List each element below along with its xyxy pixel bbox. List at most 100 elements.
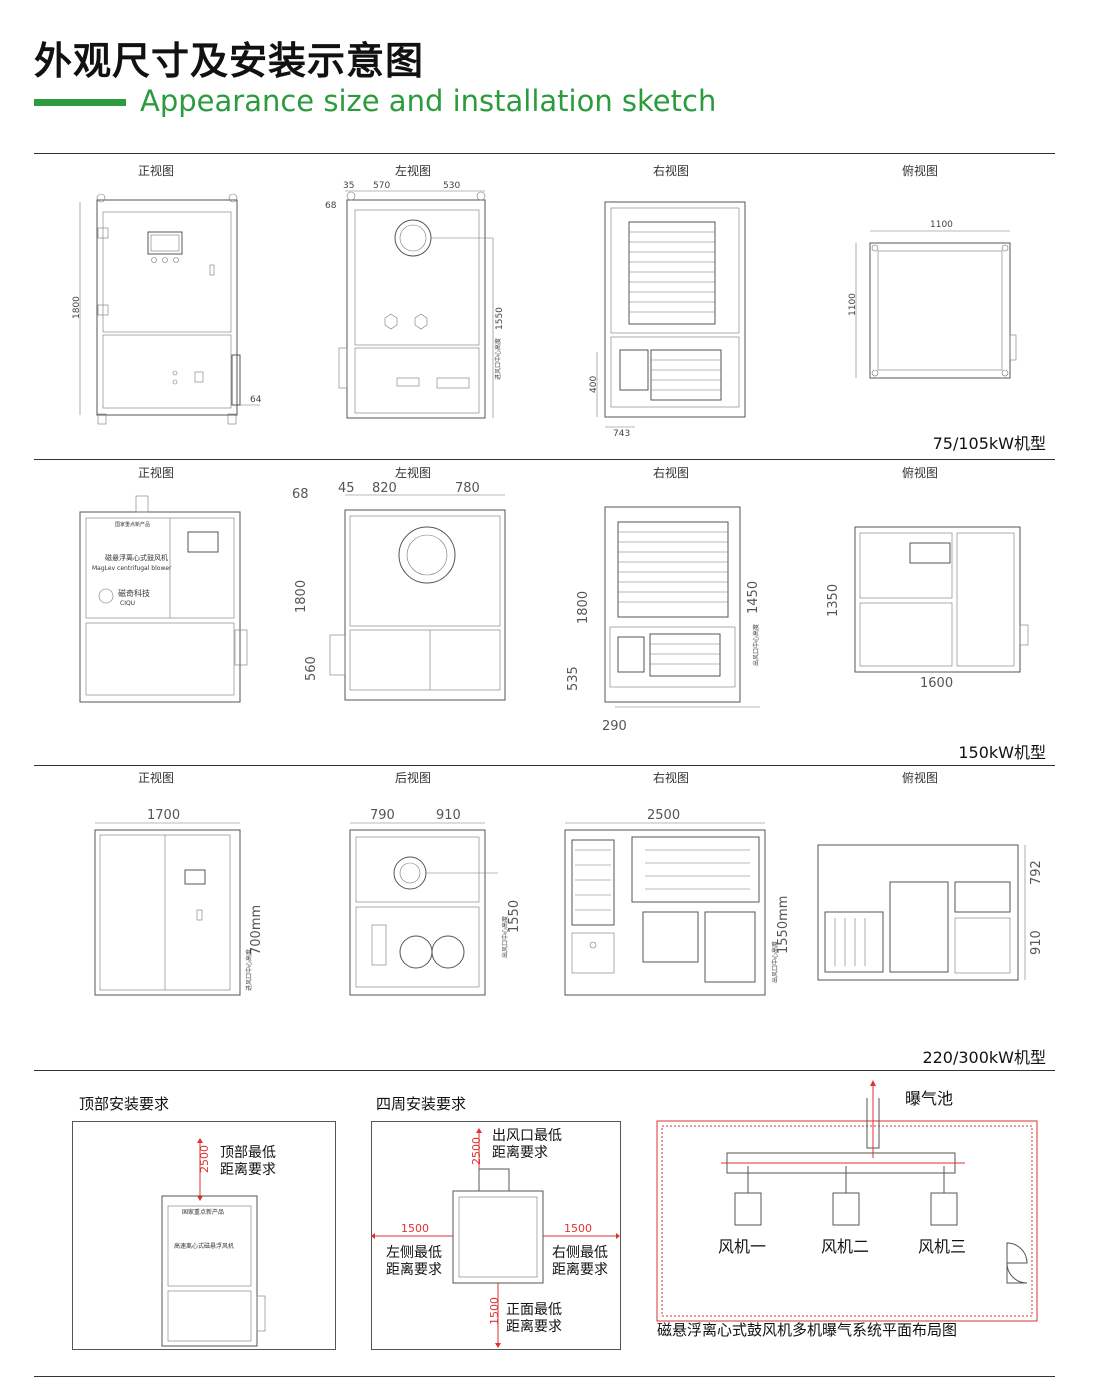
dim-note: 出风口中心高度 — [752, 624, 760, 666]
install-around-drawing: 2500 1500 1500 1500 — [371, 1128, 620, 1348]
page-title: 外观尺寸及安装示意图 — [34, 39, 425, 83]
row3-top-view: 792 910 — [817, 844, 1044, 981]
note-line: 距离要求 — [386, 1262, 442, 1278]
dim-text: 530 — [443, 181, 460, 191]
divider — [34, 153, 1055, 154]
plate: 国家重点新产品 — [115, 521, 150, 528]
dim-text: 910 — [436, 808, 461, 823]
divider — [34, 1070, 1055, 1071]
dim-text: 2500 — [198, 1145, 211, 1173]
dim-text: 1500 — [401, 1222, 429, 1235]
install-left-note: 左侧最低 距离要求 — [386, 1245, 442, 1279]
install-around-panel — [371, 1121, 621, 1350]
aeration-layout-plan — [656, 1080, 1038, 1322]
install-top-title: 顶部安装要求 — [79, 1095, 170, 1113]
view-label: 正视图 — [137, 164, 174, 178]
dim-text: 68 — [325, 201, 337, 211]
row1-left-view: 35 570 530 68 1550 进风口中心高度 — [325, 181, 505, 419]
dim-text: 1500 — [488, 1297, 501, 1325]
view-label: 正视图 — [137, 466, 174, 480]
view-label: 俯视图 — [901, 164, 938, 178]
divider — [34, 765, 1055, 766]
dim-text: 1550 — [507, 900, 522, 933]
install-out-note: 出风口最低 距离要求 — [492, 1128, 562, 1162]
logo-text: 磁奇科技 — [118, 588, 150, 598]
dim-text: 64 — [250, 395, 262, 405]
dim-text: 1550mm — [776, 896, 791, 954]
dim-text: 45 — [338, 481, 355, 496]
row1-top-view: 1100 1100 — [848, 220, 1017, 379]
dim-text: 1550 — [495, 307, 505, 330]
row2-front-view: 磁悬浮离心式鼓风机 MagLev centrifugal blower 磁奇科技… — [79, 495, 248, 703]
install-right-note: 右侧最低 距离要求 — [552, 1245, 608, 1279]
install-around-title: 四周安装要求 — [376, 1095, 467, 1113]
fan-label: 风机二 — [821, 1237, 870, 1256]
dim-text: 570 — [373, 181, 390, 191]
install-label: 高速离心式磁悬浮风机 — [174, 1242, 234, 1250]
note-line: 出风口最低 — [492, 1128, 562, 1144]
note-line: 距离要求 — [552, 1262, 608, 1278]
row3-right-view: 2500 1550mm 出风口中心高度 — [564, 808, 791, 996]
note-line: 距离要求 — [506, 1319, 562, 1335]
dim-text: 560 — [304, 656, 319, 681]
row3-back-view: 790 910 1550 出风口中心高度 — [349, 808, 522, 996]
divider — [34, 459, 1055, 460]
dim-text: 1800 — [576, 591, 591, 624]
install-plate: 国家重点新产品 — [182, 1208, 224, 1216]
view-label: 右视图 — [652, 771, 689, 785]
dim-text: 1450 — [746, 581, 761, 614]
model-label: 75/105kW机型 — [932, 434, 1046, 453]
label-brand: 磁悬浮离心式鼓风机 — [105, 553, 168, 562]
dim-text: 1700 — [147, 808, 180, 823]
pool-label: 曝气池 — [905, 1089, 954, 1108]
dim-note: 出风口中心高度 — [501, 916, 509, 958]
model-label: 150kW机型 — [958, 743, 1046, 762]
dim-text: 820 — [372, 481, 397, 496]
row1-right-view: 400 743 — [589, 201, 746, 439]
fan-label: 风机三 — [918, 1237, 967, 1256]
dim-text: 1100 — [930, 220, 953, 230]
note-line: 左侧最低 — [386, 1245, 442, 1261]
dim-text: 1500 — [564, 1222, 592, 1235]
dim-text: 790 — [370, 808, 395, 823]
dim-text: 68 — [292, 487, 309, 502]
divider — [34, 1376, 1055, 1377]
view-label: 左视图 — [394, 466, 431, 480]
note-line: 顶部最低 — [220, 1145, 276, 1161]
install-front-note: 正面最低 距离要求 — [506, 1302, 562, 1336]
view-label: 正视图 — [137, 771, 174, 785]
fan-label: 风机一 — [718, 1237, 767, 1256]
row3-front-view: 1700 700mm 进风口中心高度 — [94, 808, 264, 996]
view-label: 右视图 — [652, 164, 689, 178]
row1-front-view: 1800 64 — [72, 193, 262, 425]
page-subtitle: Appearance size and installation sketch — [140, 84, 717, 118]
dim-text: 700mm — [249, 905, 264, 955]
row2-left-view: 68 45 820 780 1800 560 — [292, 481, 506, 701]
view-label: 俯视图 — [901, 771, 938, 785]
note-line: 右侧最低 — [552, 1245, 608, 1261]
view-label: 俯视图 — [901, 466, 938, 480]
dim-text: 535 — [566, 666, 581, 691]
note-line: 距离要求 — [492, 1145, 548, 1161]
dim-note: 进风口中心高度 — [245, 949, 253, 991]
dim-text: 2500 — [470, 1137, 483, 1165]
install-top-panel — [72, 1121, 336, 1350]
dim-text: 910 — [1029, 930, 1044, 955]
view-label: 右视图 — [652, 466, 689, 480]
view-label: 后视图 — [394, 771, 431, 785]
dim-text: 1800 — [294, 580, 309, 613]
dim-text: 780 — [455, 481, 480, 496]
dim-text: 35 — [343, 181, 354, 191]
dim-note: 进风口中心高度 — [494, 338, 502, 380]
model-label: 220/300kW机型 — [922, 1048, 1046, 1067]
dim-text: 2500 — [647, 808, 680, 823]
dim-text: 743 — [613, 429, 630, 439]
layout-caption: 磁悬浮离心式鼓风机多机曝气系统平面布局图 — [657, 1321, 958, 1339]
note-line: 正面最低 — [506, 1302, 562, 1318]
title-accent-bar — [34, 99, 126, 106]
label-brand-en: MagLev centrifugal blower — [92, 565, 172, 572]
dim-text: 1600 — [920, 676, 953, 691]
logo-sub: CIQU — [120, 600, 135, 607]
note-line: 距离要求 — [220, 1162, 276, 1178]
dim-text: 1350 — [826, 584, 841, 617]
